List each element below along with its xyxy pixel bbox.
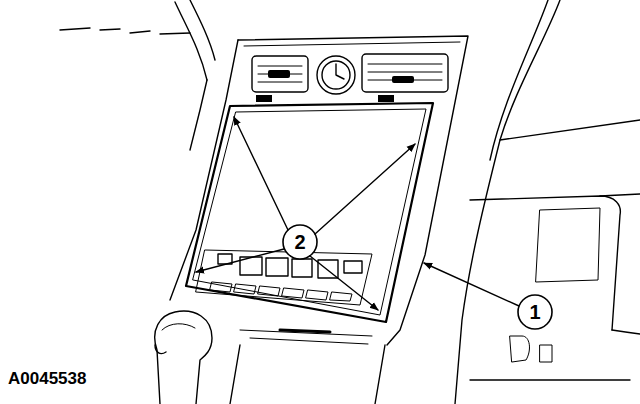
callout-number: 2	[283, 225, 317, 259]
callout-number: 1	[518, 295, 552, 329]
figure-id: A0045538	[8, 369, 86, 389]
